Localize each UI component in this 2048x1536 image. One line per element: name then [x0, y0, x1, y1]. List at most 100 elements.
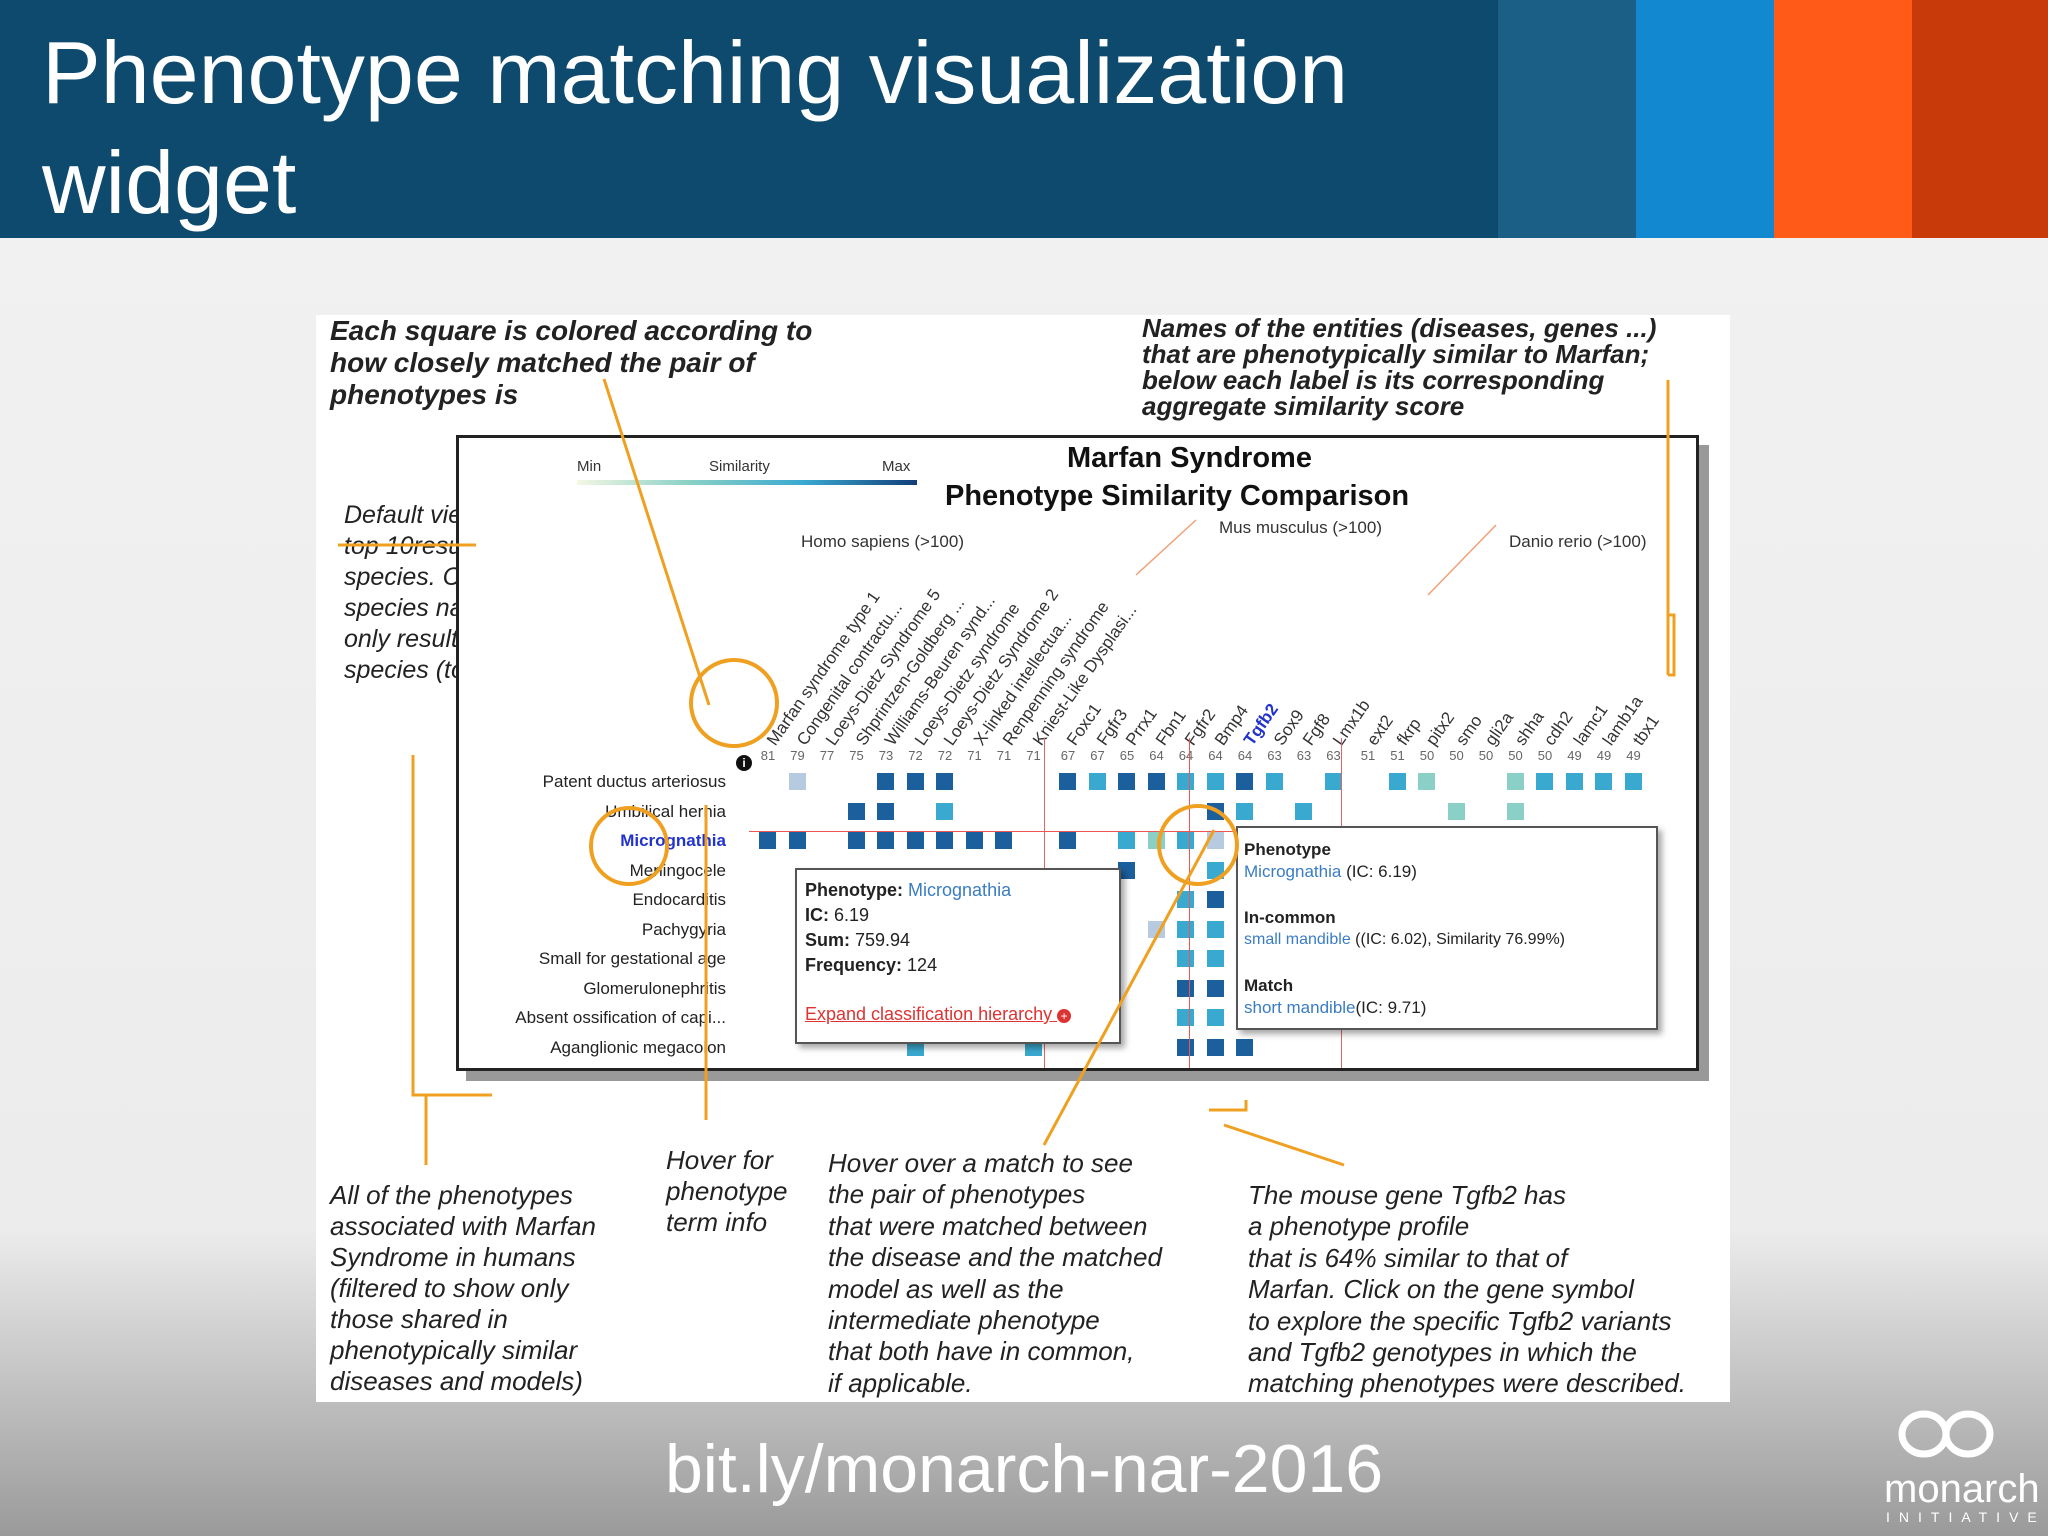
column-score: 64 — [1149, 748, 1164, 763]
expand-hierarchy-link[interactable]: Expand classification hierarchy + — [805, 1004, 1072, 1025]
similarity-cell[interactable] — [1595, 773, 1612, 790]
similarity-cell[interactable] — [1265, 773, 1283, 790]
column-label[interactable]: cdh2 — [1540, 707, 1577, 749]
similarity-cell[interactable] — [1088, 773, 1106, 790]
highlight-circle-score — [689, 658, 779, 748]
column-label[interactable]: Fgfr2 — [1181, 705, 1220, 749]
similarity-cell[interactable] — [1177, 920, 1194, 938]
annotation-entity-names: Names of the entities (diseases, genes .… — [1142, 315, 1657, 421]
similarity-cell[interactable] — [1177, 1038, 1194, 1056]
column-score: 63 — [1326, 748, 1341, 763]
similarity-cell[interactable] — [1236, 1038, 1253, 1056]
similarity-cell[interactable] — [936, 773, 953, 790]
similarity-cell[interactable] — [936, 832, 953, 849]
info-icon[interactable]: i — [736, 755, 752, 771]
similarity-cell[interactable] — [1177, 950, 1194, 967]
species-danio-rerio[interactable]: Danio rerio (>100) — [1509, 532, 1647, 551]
similarity-cell[interactable] — [1118, 832, 1135, 849]
similarity-cell[interactable] — [907, 1068, 924, 1071]
similarity-cell[interactable] — [1565, 773, 1583, 790]
similarity-cell[interactable] — [847, 802, 865, 820]
similarity-cell[interactable] — [995, 832, 1012, 849]
similarity-cell[interactable] — [1059, 773, 1076, 790]
row-label[interactable]: Endocarditis — [632, 890, 726, 909]
similarity-cell[interactable] — [1206, 979, 1224, 997]
slide-title: Phenotype matching visualization widget — [42, 23, 1349, 232]
similarity-cell[interactable] — [848, 1068, 865, 1071]
header-stripe-4 — [1912, 0, 2048, 238]
tooltip-frequency-label: Frequency: — [805, 955, 903, 975]
row-label[interactable]: Aganglionic megacolon — [550, 1037, 726, 1057]
column-score: 75 — [849, 748, 864, 763]
row-label[interactable]: Patent ductus arteriosus — [542, 772, 726, 791]
similarity-cell[interactable] — [1295, 802, 1312, 820]
column-label[interactable]: Prrx1 — [1122, 704, 1161, 749]
row-label[interactable]: Absent ossification of capi... — [515, 1008, 726, 1027]
similarity-cell[interactable] — [1206, 1038, 1224, 1056]
similarity-cell[interactable] — [906, 832, 924, 849]
species-homo-sapiens[interactable]: Homo sapiens (>100) — [801, 532, 965, 551]
row-label[interactable]: Small for gestational age — [538, 949, 726, 968]
similarity-cell[interactable] — [1147, 773, 1165, 790]
similarity-cell[interactable] — [1324, 773, 1342, 790]
similarity-cell[interactable] — [788, 832, 806, 849]
similarity-cell[interactable] — [906, 773, 924, 790]
tooltip-incommon-name[interactable]: small mandible — [1244, 931, 1351, 948]
header-stripe-1 — [1498, 0, 1636, 238]
column-label[interactable]: pitx2 — [1422, 708, 1459, 749]
similarity-cell[interactable] — [1206, 920, 1224, 938]
similarity-cell[interactable] — [877, 773, 894, 790]
column-label[interactable]: ext2 — [1363, 711, 1397, 749]
header-stripe-3 — [1774, 0, 1912, 238]
similarity-cell[interactable] — [789, 1068, 806, 1071]
similarity-cell[interactable] — [1418, 773, 1435, 790]
column-score: 50 — [1419, 748, 1435, 763]
similarity-cell[interactable] — [1206, 950, 1224, 967]
similarity-cell[interactable] — [1118, 773, 1135, 790]
similarity-cell[interactable] — [847, 832, 865, 849]
similarity-cell[interactable] — [877, 802, 894, 820]
similarity-cell[interactable] — [1177, 773, 1194, 790]
tooltip-phenotype-name[interactable]: Micrognathia — [1244, 862, 1342, 881]
similarity-cell[interactable] — [1536, 773, 1553, 790]
row-label[interactable]: Talipes equinovarus — [471, 1067, 726, 1068]
similarity-cell[interactable] — [1359, 1068, 1376, 1071]
similarity-cell[interactable] — [877, 832, 894, 849]
similarity-cell[interactable] — [1506, 773, 1524, 790]
row-label[interactable]: Pachygyria — [641, 919, 726, 939]
similarity-cell[interactable] — [759, 832, 776, 849]
similarity-cell[interactable] — [1177, 891, 1194, 908]
similarity-cell[interactable] — [1236, 802, 1253, 820]
similarity-cell[interactable] — [965, 832, 983, 849]
similarity-cell[interactable] — [1388, 773, 1406, 790]
similarity-cell[interactable] — [1206, 891, 1224, 908]
similarity-cell[interactable] — [788, 773, 806, 790]
tooltip-sum-label: Sum: — [805, 930, 850, 950]
column-score: 50 — [1537, 748, 1553, 763]
column-label[interactable]: smo — [1451, 711, 1486, 749]
similarity-cell[interactable] — [1236, 773, 1253, 790]
column-label[interactable]: fkrp — [1392, 714, 1425, 749]
tooltip-match-name[interactable]: short mandible — [1244, 998, 1356, 1017]
column-score: 50 — [1449, 748, 1464, 763]
similarity-cell[interactable] — [1624, 773, 1642, 790]
column-label[interactable]: gli2a — [1481, 708, 1518, 749]
similarity-cell[interactable] — [1177, 979, 1194, 997]
similarity-cell[interactable] — [1206, 1009, 1224, 1026]
column-score: 71 — [1026, 748, 1041, 763]
similarity-cell[interactable] — [1447, 802, 1465, 820]
similarity-cell[interactable] — [818, 1068, 835, 1071]
logo-tagline: INITIATIVE — [1886, 1509, 2046, 1525]
tooltip-incommon-detail: ((IC: 6.02), Similarity 76.99%) — [1355, 931, 1566, 948]
similarity-cell[interactable] — [1206, 773, 1224, 790]
slide-url: bit.ly/monarch-nar-2016 — [664, 1431, 1384, 1507]
similarity-cell[interactable] — [1177, 1009, 1194, 1026]
similarity-cell[interactable] — [1059, 832, 1076, 849]
row-label[interactable]: Glomerulonephritis — [583, 978, 726, 998]
similarity-cell[interactable] — [1147, 920, 1165, 938]
column-label[interactable]: shha — [1510, 707, 1548, 749]
species-mus-musculus[interactable]: Mus musculus (>100) — [1219, 518, 1382, 537]
similarity-cell[interactable] — [1506, 802, 1524, 820]
similarity-cell[interactable] — [936, 802, 953, 820]
tooltip-match-head: Match — [1244, 976, 1294, 995]
